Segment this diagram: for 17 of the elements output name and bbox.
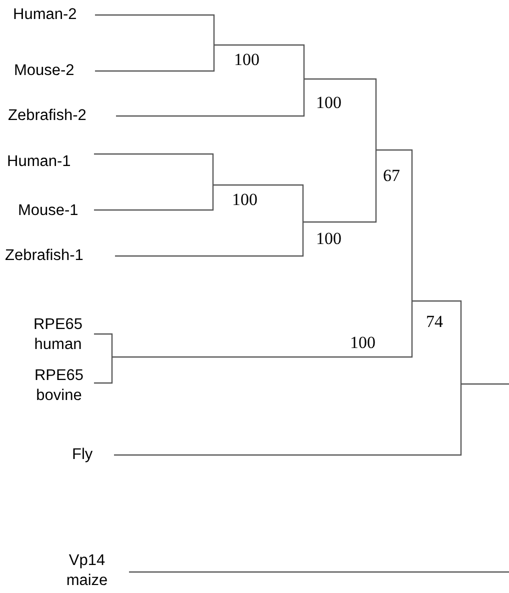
taxon-label: Vp14 maize bbox=[65, 551, 109, 592]
taxon-label: Mouse-1 bbox=[18, 201, 78, 221]
taxon-label: Human-1 bbox=[7, 152, 71, 172]
taxon-label: Fly bbox=[72, 445, 93, 465]
bootstrap-value: 100 bbox=[232, 189, 258, 211]
taxon-label: Mouse-2 bbox=[14, 61, 74, 81]
bootstrap-value: 100 bbox=[350, 332, 376, 354]
taxon-label: Human-2 bbox=[13, 5, 77, 25]
bootstrap-value: 67 bbox=[383, 165, 400, 187]
taxon-label: RPE65 human bbox=[32, 315, 84, 356]
bootstrap-value: 100 bbox=[316, 228, 342, 250]
bootstrap-value: 100 bbox=[316, 92, 342, 114]
bootstrap-value: 100 bbox=[234, 49, 260, 71]
taxon-label: Zebrafish-2 bbox=[8, 106, 86, 126]
taxon-label: Zebrafish-1 bbox=[5, 246, 84, 266]
bootstrap-value: 74 bbox=[426, 311, 443, 333]
taxon-label: RPE65 bovine bbox=[33, 366, 85, 406]
